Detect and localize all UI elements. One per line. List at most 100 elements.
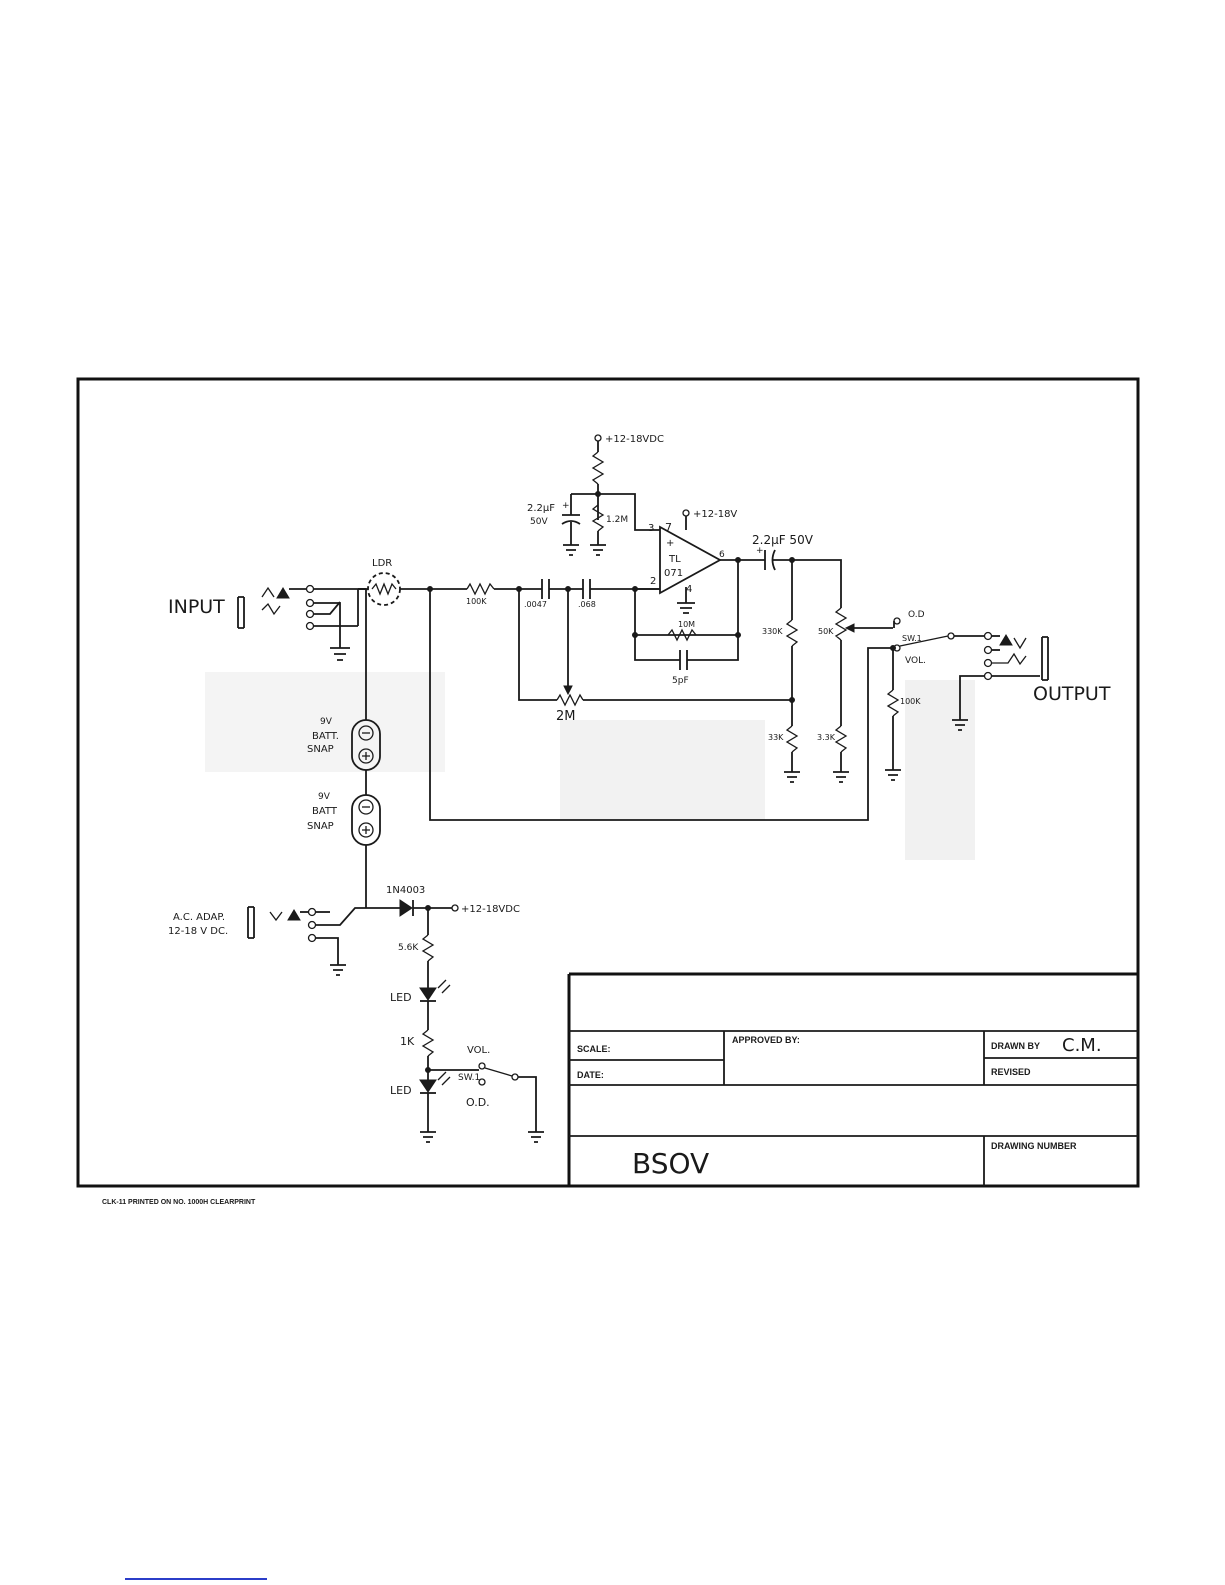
switch-1-lever-bottom bbox=[484, 1067, 513, 1077]
resistor-1-2m bbox=[591, 504, 605, 532]
date-label: DATE: bbox=[577, 1070, 604, 1080]
resistor-100k-out-label: 100K bbox=[900, 697, 921, 706]
resistor-330k bbox=[785, 619, 799, 647]
res-bias-label: 1.2M bbox=[606, 515, 628, 525]
potentiometer-50k bbox=[834, 607, 848, 641]
capacitor-0047-label: .0047 bbox=[524, 600, 547, 609]
led1-label: LED bbox=[390, 991, 412, 1004]
diode-label: 1N4003 bbox=[386, 885, 425, 896]
ground-symbol bbox=[677, 602, 695, 614]
vol-bottom-label: VOL. bbox=[467, 1045, 490, 1056]
od-top-label: O.D bbox=[908, 610, 925, 620]
resistor-bias-top bbox=[591, 451, 605, 485]
batt2-line2: BATT bbox=[312, 806, 338, 817]
capacitor-5pf bbox=[679, 650, 688, 670]
resistor-3-3k-label: 3.3K bbox=[817, 733, 836, 742]
output-label: OUTPUT bbox=[1033, 683, 1111, 705]
ac-adapter-jack bbox=[247, 906, 366, 976]
sw1-top-label: SW.1 bbox=[902, 634, 922, 643]
adap-line2: 12-18 V DC. bbox=[168, 926, 228, 937]
cap-bias-voltage: 50V bbox=[530, 517, 548, 527]
resistor-10m-label: 10M bbox=[678, 620, 695, 629]
opamp-plus: + bbox=[666, 538, 674, 549]
switch-od-contact bbox=[893, 617, 901, 625]
ldr-symbol bbox=[367, 572, 401, 606]
title-block bbox=[567, 972, 1138, 1186]
cap-bias-plus: + bbox=[562, 501, 570, 511]
capacitor-068 bbox=[582, 579, 591, 599]
od-bottom-label: O.D. bbox=[466, 1096, 490, 1109]
resistor-100k-out bbox=[886, 689, 900, 717]
led2-label: LED bbox=[390, 1084, 412, 1097]
drawn-by-value: C.M. bbox=[1062, 1035, 1102, 1056]
potentiometer-2m bbox=[556, 693, 584, 707]
resistor-1k bbox=[421, 1029, 435, 1057]
diode-1n4003 bbox=[399, 899, 414, 917]
capacitor-5pf-label: 5pF bbox=[672, 676, 689, 686]
revised-label: REVISED bbox=[991, 1067, 1031, 1077]
opamp-tl071 bbox=[659, 525, 722, 595]
ldr-label: LDR bbox=[372, 558, 392, 569]
pin-4-label: 4 bbox=[686, 584, 692, 595]
opamp-supply-label: +12-18V bbox=[693, 509, 737, 520]
output-jack bbox=[952, 631, 1049, 731]
supply-terminal bbox=[594, 434, 602, 442]
resistor-100k-label: 100K bbox=[466, 597, 487, 606]
resistor-330k-label: 330K bbox=[762, 627, 783, 636]
batt1-line2: BATT. bbox=[312, 731, 339, 742]
ground-symbol bbox=[330, 647, 350, 661]
pin-3-label: 3 bbox=[648, 523, 654, 534]
adap-line1: A.C. ADAP. bbox=[173, 912, 225, 923]
resistor-1k-label: 1K bbox=[400, 1035, 415, 1048]
sw1-bottom-label: SW.1 bbox=[458, 1073, 480, 1083]
resistor-33k-label: 33K bbox=[768, 733, 784, 742]
batt1-line1: 9V bbox=[320, 717, 333, 727]
ground-symbol bbox=[528, 1131, 544, 1143]
scale-label: SCALE: bbox=[577, 1044, 611, 1054]
pin-7-label: 7 bbox=[665, 521, 672, 534]
battery-snap-2 bbox=[351, 794, 381, 846]
supply-top-label: +12-18VDC bbox=[605, 434, 664, 445]
vol-top-label: VOL. bbox=[905, 656, 926, 666]
drawing-title: BSOV bbox=[632, 1147, 709, 1180]
scan-smudge bbox=[905, 680, 975, 860]
switch-od-contact-bottom bbox=[478, 1078, 486, 1086]
led-1 bbox=[419, 979, 451, 1002]
input-label: INPUT bbox=[168, 596, 225, 618]
resistor-5-6k bbox=[421, 934, 435, 962]
pin-6-label: 6 bbox=[719, 550, 725, 560]
supply-bottom-label: +12-18VDC bbox=[461, 904, 520, 915]
footer-link-underline bbox=[125, 1578, 267, 1580]
ground-symbol bbox=[885, 769, 901, 781]
scan-smudge bbox=[205, 672, 445, 772]
opamp-name-line2: 071 bbox=[664, 568, 683, 579]
led-2 bbox=[419, 1071, 451, 1094]
cap-out-plus: + bbox=[756, 546, 764, 556]
approved-label: APPROVED BY: bbox=[732, 1035, 800, 1045]
switch-vol-contact-bottom bbox=[478, 1062, 486, 1070]
pin-2-label: 2 bbox=[650, 576, 656, 587]
capacitor-068-label: .068 bbox=[578, 600, 596, 609]
pot-50k-label: 50K bbox=[818, 627, 834, 636]
scan-smudge bbox=[560, 720, 765, 820]
footer-note: CLK-11 PRINTED ON NO. 1000H CLEARPRINT bbox=[102, 1199, 256, 1206]
ground-symbol bbox=[833, 771, 849, 783]
drawing-border bbox=[76, 377, 1140, 1188]
supply-terminal bbox=[451, 904, 459, 912]
pot-2m-label: 2M bbox=[556, 709, 576, 724]
cap-output-label: 2.2µF 50V bbox=[752, 533, 814, 547]
cap-bias-value: 2.2µF bbox=[527, 503, 555, 514]
drawing-number-label: DRAWING NUMBER bbox=[991, 1141, 1077, 1151]
opamp-name-line1: TL bbox=[668, 554, 681, 565]
ground-symbol bbox=[590, 544, 606, 556]
input-jack bbox=[237, 584, 366, 648]
batt2-line1: 9V bbox=[318, 792, 331, 802]
resistor-10m bbox=[667, 628, 697, 642]
resistor-3-3k bbox=[834, 725, 848, 753]
resistor-100k-in bbox=[466, 582, 495, 596]
drawn-by-label: DRAWN BY bbox=[991, 1041, 1040, 1051]
batt2-line3: SNAP bbox=[307, 821, 334, 832]
resistor-33k bbox=[785, 725, 799, 753]
batt1-line3: SNAP bbox=[307, 744, 334, 755]
